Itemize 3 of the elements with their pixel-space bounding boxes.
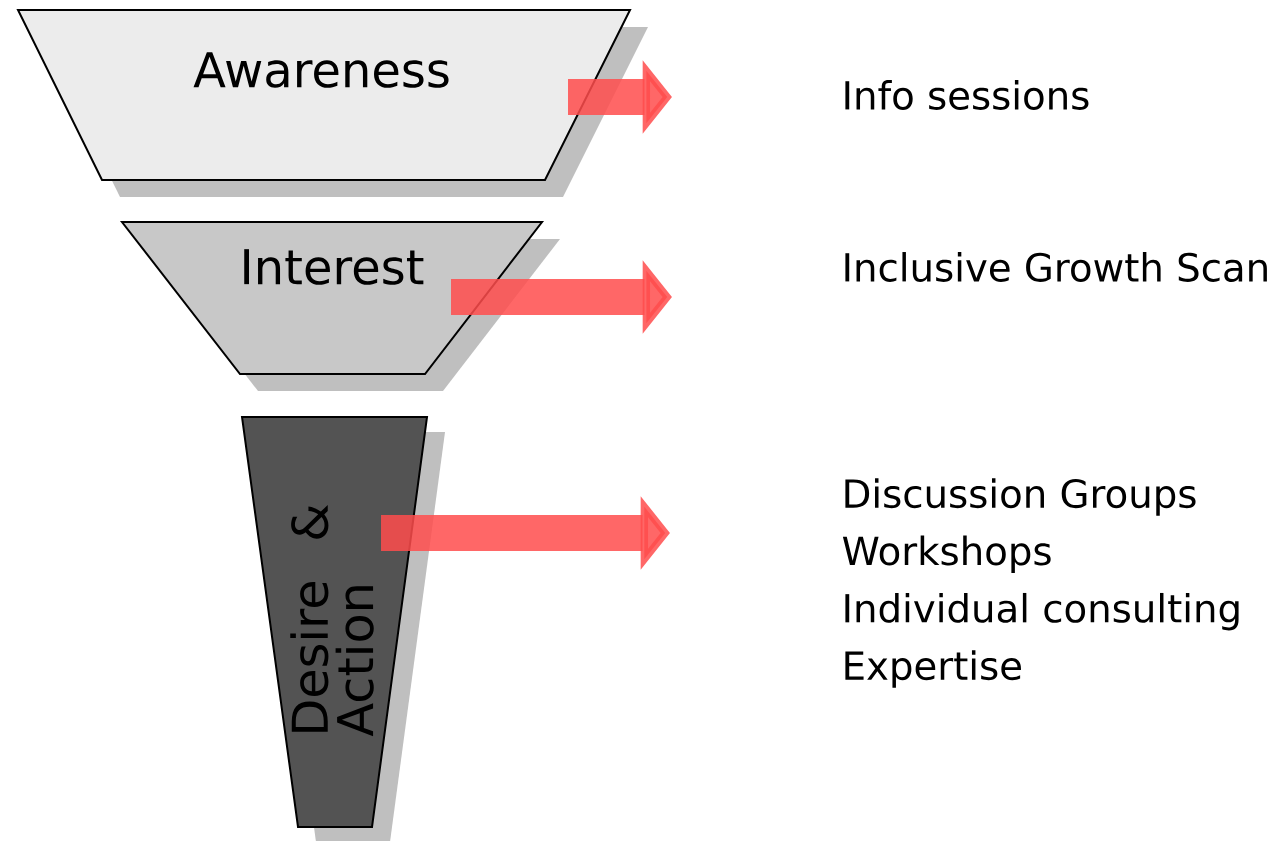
activity-text: Discussion Groups Workshops Individual consulting Expertise	[842, 478, 1239, 688]
activity-text: Inclusive Growth Scan	[845, 252, 1267, 282]
activity-text: Info sessions	[845, 80, 1089, 110]
